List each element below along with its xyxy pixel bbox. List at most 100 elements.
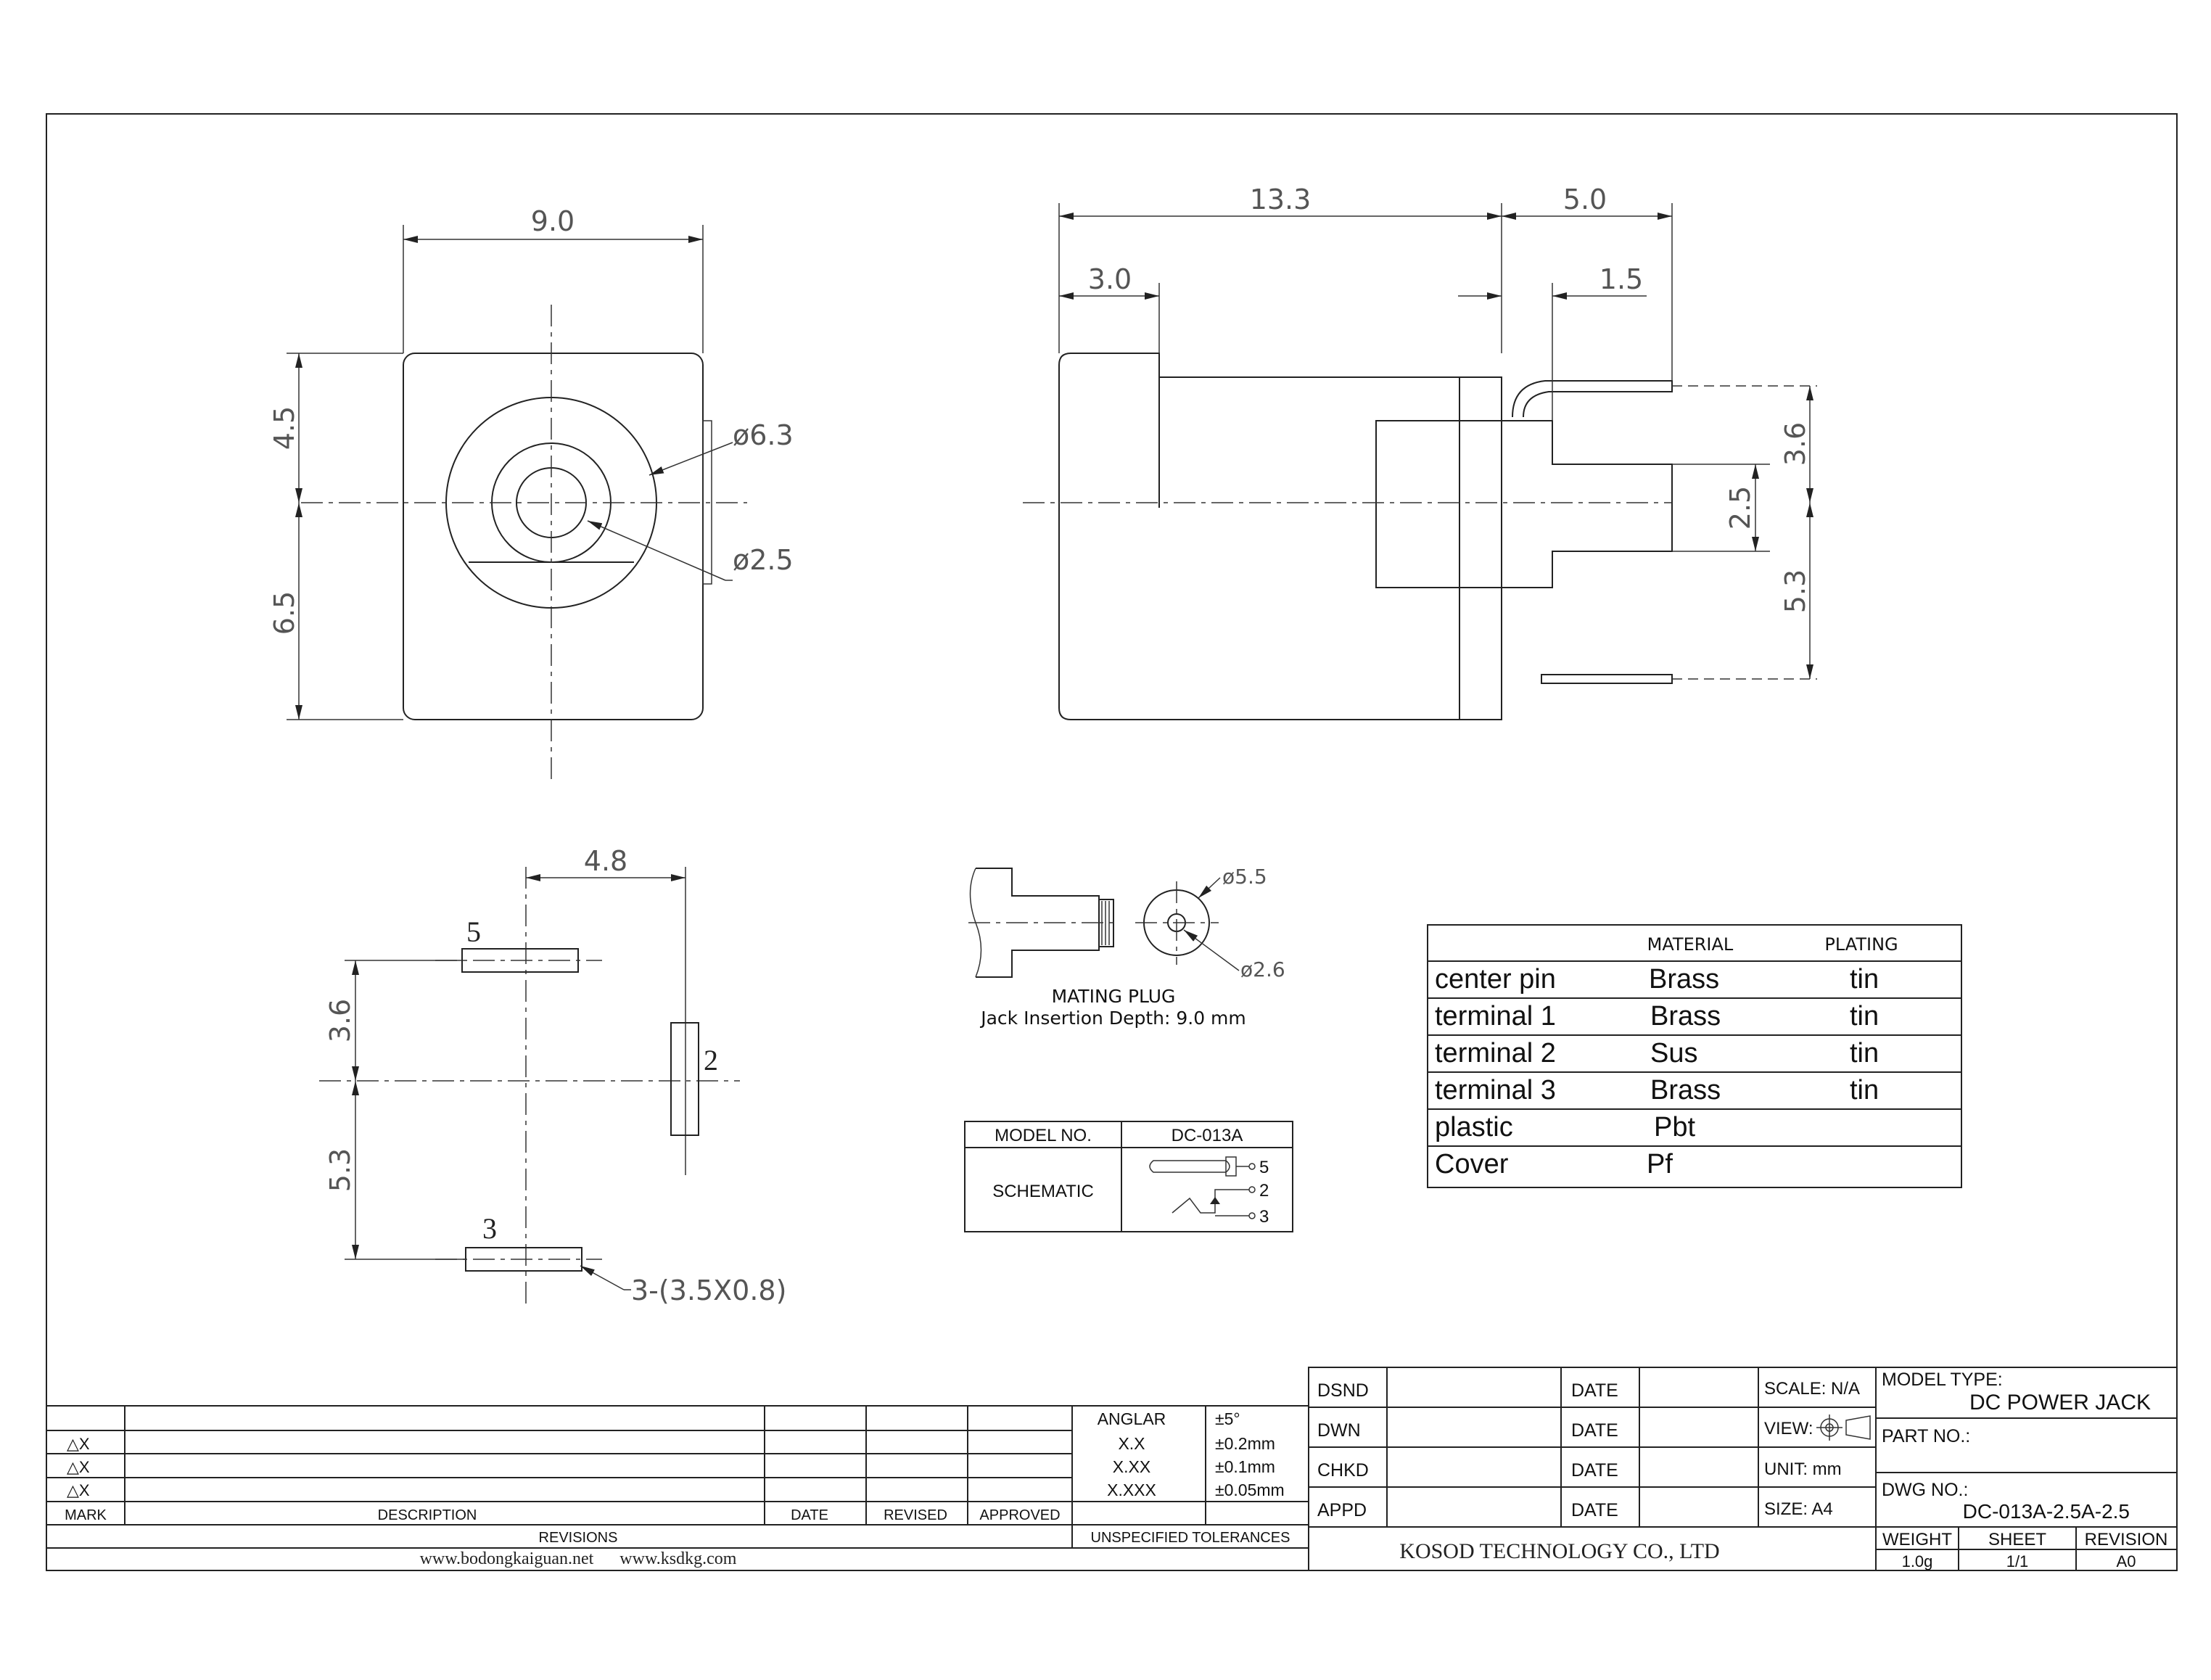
part-cell: terminal 3 bbox=[1435, 1075, 1556, 1105]
tolerance-value: ±0.2mm bbox=[1215, 1434, 1275, 1453]
plug-inner-dim: ø2.6 bbox=[1240, 958, 1285, 981]
part-cell: Cover bbox=[1435, 1149, 1509, 1179]
front-top-height-dim: 4.5 bbox=[268, 406, 300, 450]
mating-plug: ø5.5 ø2.6 MATING PLUG Jack Insertion Dep… bbox=[968, 865, 1285, 1029]
material-cell: Brass bbox=[1650, 1001, 1721, 1032]
pcb-3-6-dim: 3.6 bbox=[324, 999, 356, 1042]
front-width-dim: 9.0 bbox=[531, 205, 575, 237]
plating-cell: tin bbox=[1850, 1075, 1879, 1105]
material-cell: Brass bbox=[1649, 964, 1719, 995]
tolerance-key: X.XX bbox=[1113, 1457, 1150, 1476]
date-header: DATE bbox=[791, 1507, 828, 1523]
tolerance-value: ±0.05mm bbox=[1215, 1481, 1285, 1499]
websites: www.bodongkaiguan.net www.ksdkg.com bbox=[420, 1549, 737, 1568]
side-pin-offset-dim: 1.5 bbox=[1599, 263, 1643, 295]
title-block: MODEL TYPE: DC POWER JACK PART NO.: DWG … bbox=[1875, 1367, 2178, 1571]
outer-diameter-dim: ø6.3 bbox=[733, 419, 794, 451]
top-pin bbox=[1512, 380, 1673, 418]
signoff-block: DSND DWN CHKD APPD DATE DATE DATE DATE S… bbox=[1308, 1367, 1877, 1571]
side-5-3-dim: 5.3 bbox=[1779, 569, 1811, 613]
schematic-spring-symbol bbox=[1172, 1189, 1249, 1214]
plating-cell: tin bbox=[1850, 1001, 1879, 1032]
schematic-label: SCHEMATIC bbox=[992, 1182, 1094, 1201]
side-pin-extension-dim: 5.0 bbox=[1563, 184, 1607, 215]
company-name: KOSOD TECHNOLOGY CO., LTD bbox=[1399, 1539, 1719, 1563]
tolerance-key: X.XXX bbox=[1107, 1481, 1156, 1499]
revised-header: REVISED bbox=[884, 1507, 947, 1523]
mating-plug-title: MATING PLUG bbox=[1052, 986, 1176, 1007]
model-type-label: MODEL TYPE: bbox=[1882, 1370, 2003, 1390]
pcb-layout-view: 4.8 3.6 5.3 5 2 3 3-(3.5X0.8) bbox=[319, 845, 786, 1306]
weight-value: 1.0g bbox=[1902, 1552, 1933, 1570]
scale-label: SCALE: N/A bbox=[1764, 1379, 1860, 1399]
side-2-5-dim: 2.5 bbox=[1724, 486, 1756, 530]
side-front-length-dim: 3.0 bbox=[1088, 263, 1132, 295]
mark-header: MARK bbox=[65, 1507, 107, 1523]
revision-mark: △X bbox=[67, 1481, 90, 1499]
signoff-date-label: DATE bbox=[1571, 1380, 1618, 1401]
signoff-date-label: DATE bbox=[1571, 1460, 1618, 1481]
weight-label: WEIGHT bbox=[1882, 1530, 1952, 1549]
tolerance-key: ANGLAR bbox=[1098, 1409, 1166, 1428]
bottom-pin bbox=[1541, 674, 1673, 684]
sheet-value: 1/1 bbox=[2006, 1552, 2029, 1570]
revision-mark: △X bbox=[67, 1458, 90, 1476]
part-cell: terminal 2 bbox=[1435, 1038, 1556, 1068]
part-cell: center pin bbox=[1435, 964, 1556, 995]
side-total-length-dim: 13.3 bbox=[1250, 184, 1312, 215]
view-label: VIEW: bbox=[1764, 1419, 1813, 1438]
pin-3-label: 3 bbox=[482, 1212, 497, 1245]
sheet-label: SHEET bbox=[1988, 1530, 2046, 1549]
signoff-date-label: DATE bbox=[1571, 1420, 1618, 1441]
insertion-depth: Jack Insertion Depth: 9.0 mm bbox=[979, 1008, 1246, 1029]
front-view: 9.0 4.5 6.5 ø6.3 ø2.5 bbox=[268, 205, 794, 780]
model-no-label: MODEL NO. bbox=[995, 1126, 1092, 1145]
part-cell: terminal 1 bbox=[1435, 1001, 1556, 1032]
signoff-row-label: CHKD bbox=[1317, 1460, 1369, 1481]
revisions-block: △X △X △X MARK DESCRIPTION DATE REVISED A… bbox=[46, 1405, 1309, 1571]
approved-header: APPROVED bbox=[979, 1507, 1060, 1523]
plating-cell: tin bbox=[1850, 1038, 1879, 1068]
plug-outer-dim: ø5.5 bbox=[1222, 865, 1267, 889]
pin-5-label: 5 bbox=[466, 915, 481, 948]
material-cell: Brass bbox=[1650, 1075, 1721, 1105]
side-body bbox=[1058, 353, 1502, 720]
tolerance-key: X.X bbox=[1118, 1434, 1145, 1453]
size-label: SIZE: A4 bbox=[1764, 1499, 1833, 1519]
slot-note: 3-(3.5X0.8) bbox=[631, 1275, 786, 1306]
pin-2-label: 2 bbox=[704, 1044, 718, 1076]
revision-label: REVISION bbox=[2085, 1530, 2168, 1549]
material-header: MATERIAL bbox=[1647, 934, 1734, 955]
pin-diameter-dim: ø2.5 bbox=[733, 544, 794, 576]
materials-table: MATERIAL PLATING center pin Brass tin te… bbox=[1427, 924, 1962, 1188]
model-type-value: DC POWER JACK bbox=[1969, 1391, 2151, 1415]
material-cell: Pf bbox=[1647, 1149, 1673, 1179]
front-bottom-height-dim: 6.5 bbox=[268, 591, 300, 635]
revisions-title: REVISIONS bbox=[539, 1530, 618, 1546]
tolerance-value: ±0.1mm bbox=[1215, 1457, 1275, 1476]
tolerance-value: ±5° bbox=[1215, 1409, 1240, 1428]
revision-mark: △X bbox=[67, 1435, 90, 1453]
schematic-pin-3: 3 bbox=[1259, 1207, 1269, 1227]
revision-value: A0 bbox=[2117, 1552, 2136, 1570]
plating-cell: tin bbox=[1850, 964, 1879, 995]
dwg-no-value: DC-013A-2.5A-2.5 bbox=[1963, 1500, 2130, 1523]
schematic-pin-symbol bbox=[1149, 1160, 1230, 1173]
signoff-row-label: DWN bbox=[1317, 1420, 1361, 1441]
signoff-row-label: DSND bbox=[1317, 1380, 1369, 1401]
part-no-label: PART NO.: bbox=[1882, 1426, 1970, 1446]
signoff-date-label: DATE bbox=[1571, 1500, 1618, 1520]
model-no-value: DC-013A bbox=[1172, 1126, 1243, 1145]
plating-header: PLATING bbox=[1824, 934, 1898, 955]
dwg-no-label: DWG NO.: bbox=[1882, 1480, 1968, 1500]
tolerances-title: UNSPECIFIED TOLERANCES bbox=[1091, 1530, 1290, 1546]
part-cell: plastic bbox=[1435, 1112, 1513, 1142]
front-body bbox=[403, 353, 704, 720]
pcb-5-3-dim: 5.3 bbox=[324, 1148, 356, 1192]
description-header: DESCRIPTION bbox=[378, 1507, 477, 1523]
sheet-border bbox=[46, 113, 2178, 1571]
pad-2 bbox=[670, 1022, 699, 1136]
unit-label: UNIT: mm bbox=[1764, 1459, 1842, 1479]
model-schematic-table: MODEL NO. DC-013A SCHEMATIC 5 2 3 bbox=[964, 1121, 1293, 1232]
